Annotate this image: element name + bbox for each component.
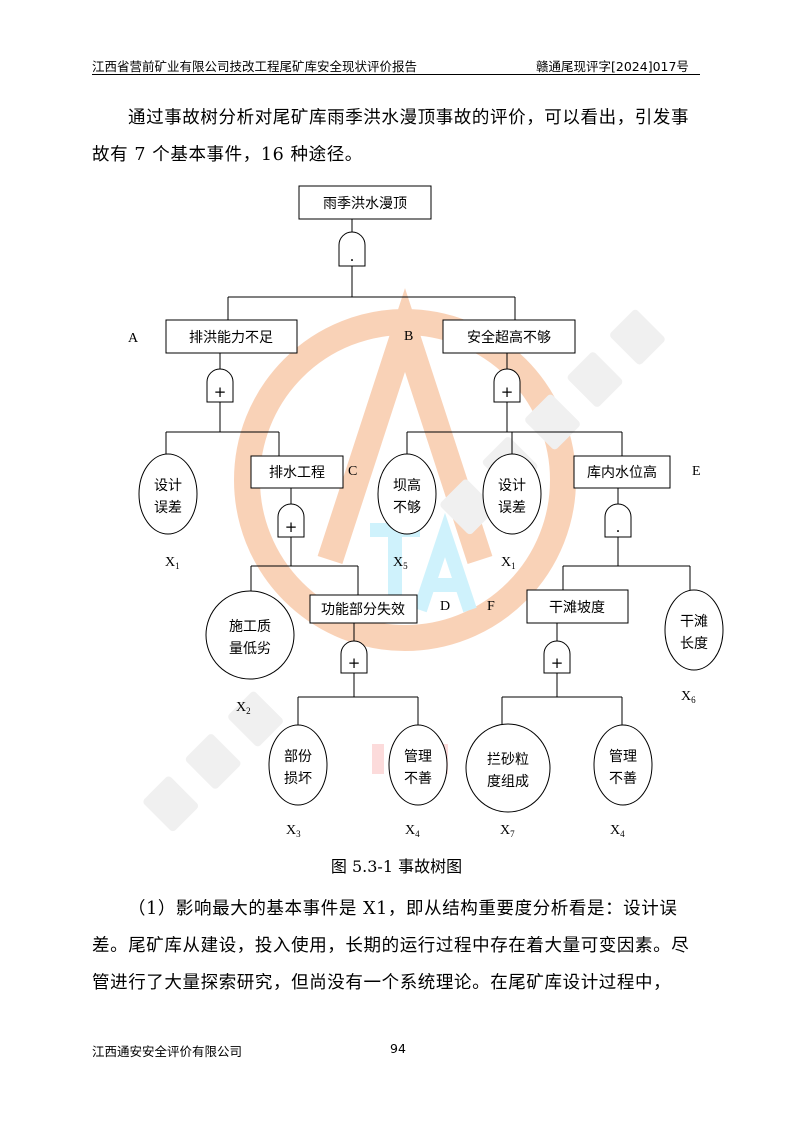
watermark-a-shape: [317, 288, 493, 565]
event-text-line2: 误差: [498, 500, 526, 516]
event-symbol: X4: [610, 823, 625, 839]
gate-b-or-gate-icon: +: [493, 368, 521, 403]
basic-event-b-design: 设计误差 X1: [482, 453, 542, 571]
event-e-text: 库内水位高: [587, 464, 657, 481]
event-d-text: 功能部分失效: [321, 602, 405, 618]
header-title: 江西省营前矿业有限公司技改工程尾矿库安全现状评价报告: [92, 59, 418, 74]
event-text-line2: 不善: [404, 771, 432, 787]
tree-lines: [165, 219, 691, 725]
label-a: A: [128, 331, 139, 346]
header-divider: [92, 74, 700, 75]
event-text-line1: 管理: [404, 749, 432, 765]
body-paragraph: （1）影响最大的基本事件是 X1，即从结构重要度分析看是：设计误差。尾矿库从建设…: [92, 891, 702, 1002]
gate-top-and-gate-icon: .: [338, 231, 366, 267]
footer-company: 江西通安安全评价有限公司: [92, 1044, 243, 1059]
event-symbol: X2: [236, 700, 251, 716]
header-report-number: 赣通尾现评字[2024]017号: [536, 59, 689, 74]
event-symbol: X3: [286, 823, 301, 839]
event-text-line1: 施工质: [229, 619, 271, 635]
intro-text: 通过事故树分析对尾矿库雨季洪水漫顶事故的评价，可以看出，引发事故有 7 个基本事…: [92, 108, 690, 165]
gate-e-and-gate-icon: .: [604, 503, 632, 538]
top-event-text: 雨季洪水漫顶: [323, 196, 407, 212]
label-c: C: [348, 464, 357, 479]
top-event-box: [298, 185, 432, 220]
gate-d-or-gate-icon: +: [340, 640, 368, 674]
label-e: E: [692, 464, 701, 479]
event-f-text: 干滩坡度: [549, 600, 605, 616]
gate-f-or-gate-icon: +: [543, 640, 571, 674]
gate-c-or-gate-icon: +: [277, 503, 305, 538]
event-box-a: [165, 319, 298, 354]
gate-symbol: .: [616, 518, 621, 536]
gate-symbol: +: [501, 383, 514, 401]
event-symbol: X4: [405, 823, 420, 839]
event-text-line1: 设计: [154, 478, 182, 494]
event-box-d: [309, 594, 418, 624]
event-b-text: 安全超高不够: [467, 329, 551, 346]
intro-paragraph: 通过事故树分析对尾矿库雨季洪水漫顶事故的评价，可以看出，引发事故有 7 个基本事…: [92, 100, 702, 174]
event-c-text: 排水工程: [269, 465, 325, 481]
event-text-line1: 部份: [284, 749, 312, 765]
event-text-line1: 管理: [609, 749, 637, 765]
event-box-f: [526, 589, 629, 624]
event-a-text: 排洪能力不足: [189, 330, 273, 346]
event-box-b: [442, 319, 576, 354]
label-d: D: [440, 599, 450, 614]
event-symbol: X5: [393, 555, 408, 571]
event-text-line2: 误差: [154, 500, 182, 516]
gate-symbol: +: [285, 518, 298, 536]
gate-symbol: +: [214, 383, 227, 401]
gate-symbol: .: [350, 247, 355, 265]
gate-symbol: +: [551, 654, 564, 672]
event-text-line2: 量低劣: [229, 641, 271, 657]
gate-symbol: +: [348, 654, 361, 672]
event-text-line1: 干滩: [680, 614, 708, 630]
event-box-c: [250, 455, 344, 489]
gate-a-or-gate-icon: +: [206, 368, 234, 403]
event-text-line1: 拦砂粒: [487, 752, 529, 768]
event-text-line1: 坝高: [393, 477, 421, 494]
figure-caption: 图 5.3-1 事故树图: [330, 857, 463, 876]
page-number: 94: [390, 1041, 406, 1056]
basic-event-a-design: 设计误差 X1: [138, 453, 198, 571]
label-b: B: [404, 329, 413, 344]
event-text-line2: 长度: [680, 636, 708, 652]
event-symbol: X1: [501, 555, 516, 571]
event-text-line2: 不善: [609, 771, 637, 787]
event-symbol: X1: [165, 555, 180, 571]
body-text: （1）影响最大的基本事件是 X1，即从结构重要度分析看是：设计误差。尾矿库从建设…: [92, 899, 690, 993]
event-box-e: [573, 455, 671, 489]
event-symbol: X6: [681, 689, 696, 705]
event-text-line1: 设计: [498, 478, 526, 494]
event-text-line2: 不够: [393, 500, 421, 516]
event-text-line2: 损坏: [284, 771, 312, 787]
event-symbol: X7: [500, 823, 515, 839]
label-f: F: [487, 599, 495, 614]
event-text-line2: 度组成: [487, 774, 529, 790]
